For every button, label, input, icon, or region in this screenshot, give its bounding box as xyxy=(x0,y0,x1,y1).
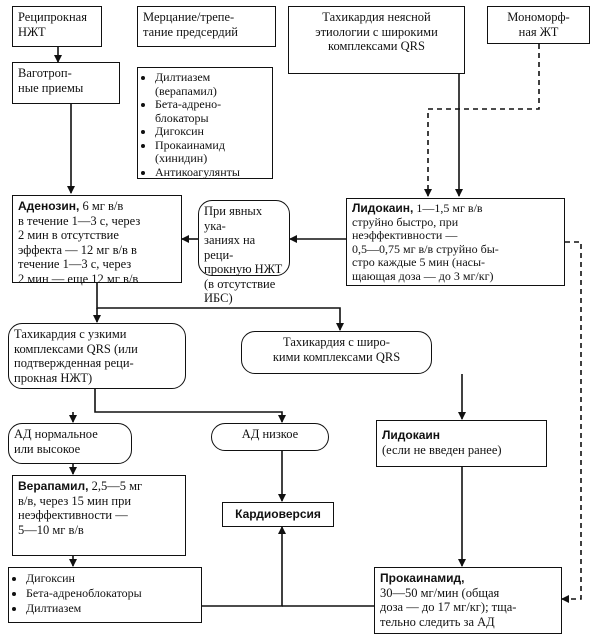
final-med-digoxin: Дигоксин xyxy=(26,571,196,586)
adenosine-title: Аденозин, xyxy=(18,199,80,213)
box-bp-normal: АД нормальное или высокое xyxy=(8,423,132,464)
final-med-diltiazem: Дилтиазем xyxy=(26,601,196,616)
box-adenosine: Аденозин, 6 мг в/в в течение 1—3 с, чере… xyxy=(12,195,182,286)
verapamil-dosing: 2,5—5 мг в/в, через 15 мин при неэффекти… xyxy=(18,479,143,537)
box-verapamil: Верапамил, 2,5—5 мг в/в, через 15 мин пр… xyxy=(12,475,186,556)
box-evident-svt: При явных ука- заниях на реци- прокную Н… xyxy=(198,200,290,305)
box-lidocaine-repeat: Лидокаин (если не введен ранее) xyxy=(376,420,547,467)
med-diltiazem: Дилтиазем (верапамил) xyxy=(155,70,267,98)
box-afib-medications: Дилтиазем (верапамил) Бета-адрено- блока… xyxy=(137,67,273,179)
box-bp-low: АД низкое xyxy=(211,423,329,451)
procainamide-title: Прокаинамид, xyxy=(380,571,465,585)
box-final-medications: Дигоксин Бета-адреноблокаторы Дилтиазем xyxy=(8,567,202,623)
lidocaine-repeat-note: (если не введен ранее) xyxy=(382,442,502,457)
box-monomorphic-vt: Мономорф- ная ЖТ xyxy=(487,6,590,44)
box-atrial-fibrillation: Мерцание/трепе- тание предсердий xyxy=(137,6,276,47)
verapamil-title: Верапамил, xyxy=(18,479,89,493)
lidocaine-dosing: 1—1,5 мг в/в струйно быстро, при неэффек… xyxy=(352,201,499,283)
box-lidocaine: Лидокаин, 1—1,5 мг в/в струйно быстро, п… xyxy=(346,198,565,286)
adenosine-dosing: 6 мг в/в в течение 1—3 с, через 2 мин в … xyxy=(18,199,141,286)
box-narrow-qrs: Тахикардия с узкими комплексами QRS (или… xyxy=(8,323,186,389)
lidocaine-repeat-title: Лидокаин xyxy=(382,428,441,442)
box-vagal-maneuvers: Ваготроп- ные приемы xyxy=(12,62,120,104)
med-beta-blockers: Бета-адрено- блокаторы xyxy=(155,97,267,125)
lidocaine-title: Лидокаин, xyxy=(352,201,414,215)
box-cardioversion: Кардиоверсия xyxy=(222,502,334,527)
med-procainamide: Прокаинамид (хинидин) xyxy=(155,138,267,166)
box-wide-qrs: Тахикардия с широ- кими комплексами QRS xyxy=(241,331,432,374)
med-anticoagulants: Антикоагулянты xyxy=(155,165,267,180)
box-reciprocal-svt: Реципрокная НЖТ xyxy=(12,6,102,47)
box-wide-qrs-unknown: Тахикардия неясной этиологии с широкими … xyxy=(288,6,465,74)
final-med-beta-blockers: Бета-адреноблокаторы xyxy=(26,586,196,601)
med-digoxin: Дигоксин xyxy=(155,124,267,139)
procainamide-dosing: 30—50 мг/мин (общая доза — до 17 мг/кг);… xyxy=(380,585,517,629)
box-procainamide: Прокаинамид, 30—50 мг/мин (общая доза — … xyxy=(374,567,562,634)
